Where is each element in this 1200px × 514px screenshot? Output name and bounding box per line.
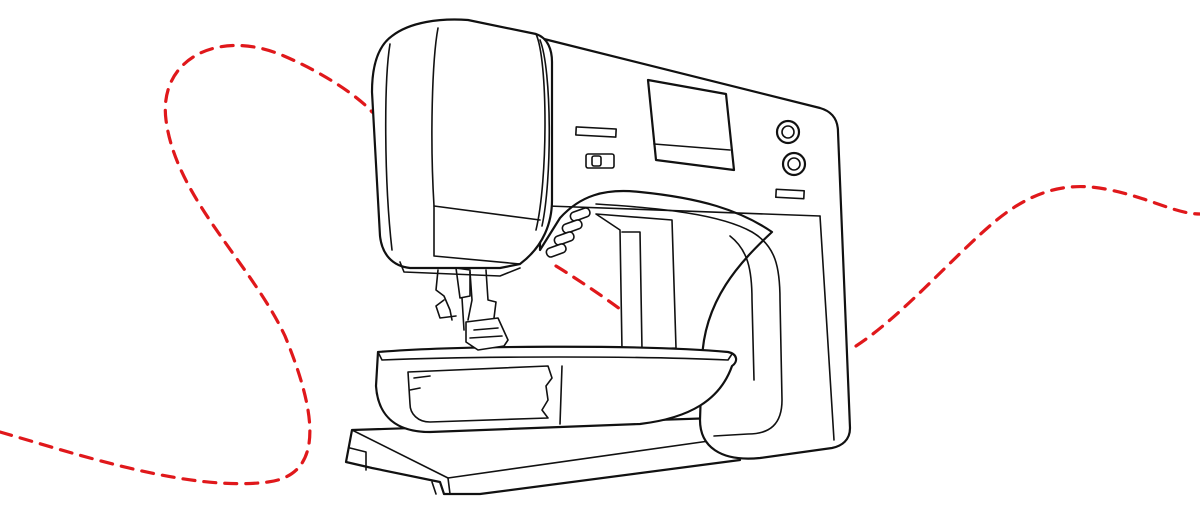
dial-knob-upper — [775, 119, 801, 145]
function-button-3 — [553, 231, 575, 246]
presser-foot — [465, 317, 509, 351]
base-front-edge — [447, 477, 451, 495]
head-left-edge — [384, 43, 393, 251]
free-arm-body — [374, 345, 738, 434]
head-cover — [370, 18, 554, 270]
thread-right-wave — [854, 184, 1200, 348]
needle — [461, 297, 465, 331]
slide-switch-knob — [591, 155, 602, 167]
right-column-edge — [819, 215, 835, 441]
function-button-1 — [569, 207, 591, 222]
dial-knob-upper-ring — [775, 119, 801, 145]
arm-panel-inner — [621, 231, 643, 351]
dial-knob-lower-ring — [781, 151, 807, 177]
needle-assembly — [435, 267, 509, 351]
bobbin-cover — [407, 365, 553, 423]
machine-head — [370, 18, 554, 277]
dial-knob-lower-center — [787, 157, 801, 171]
machine-body — [538, 36, 852, 460]
slide-switch — [585, 153, 615, 169]
arm-inner-edge — [729, 235, 755, 381]
needle-bar-left — [435, 269, 453, 321]
presser-foot-detail — [469, 327, 503, 339]
function-button-4 — [545, 243, 567, 258]
head-seam-2 — [539, 39, 551, 227]
free-arm-seam — [559, 365, 563, 425]
head-bottom-lip — [399, 261, 521, 277]
dial-knob-upper-center — [781, 125, 795, 139]
needle-plate — [377, 351, 733, 361]
indicator-bar-top — [575, 126, 617, 138]
free-arm — [374, 345, 738, 434]
sewing-machine — [344, 18, 852, 496]
needle-clamp — [455, 267, 471, 299]
arm-panel — [595, 213, 677, 351]
lcd-screen — [646, 78, 736, 172]
presser-bar — [485, 269, 497, 319]
head-face-lower — [433, 205, 521, 265]
thread-dashed-line — [0, 43, 1200, 486]
upper-arm-bottom — [547, 205, 821, 217]
function-button-2 — [561, 219, 583, 234]
base-tab — [349, 447, 437, 495]
indicator-bar-right — [775, 188, 805, 200]
control-panel — [545, 78, 807, 258]
lcd-screen-inner — [653, 143, 731, 151]
function-buttons — [545, 207, 591, 258]
thread-guide — [435, 299, 457, 319]
body-main — [538, 36, 852, 460]
head-seam — [535, 33, 546, 231]
dial-knob-lower — [781, 151, 807, 177]
bobbin-cover-inner — [409, 375, 431, 391]
head-face-panel — [431, 27, 541, 221]
thread-left-loop — [0, 43, 374, 486]
thread-through-arm — [554, 264, 626, 314]
